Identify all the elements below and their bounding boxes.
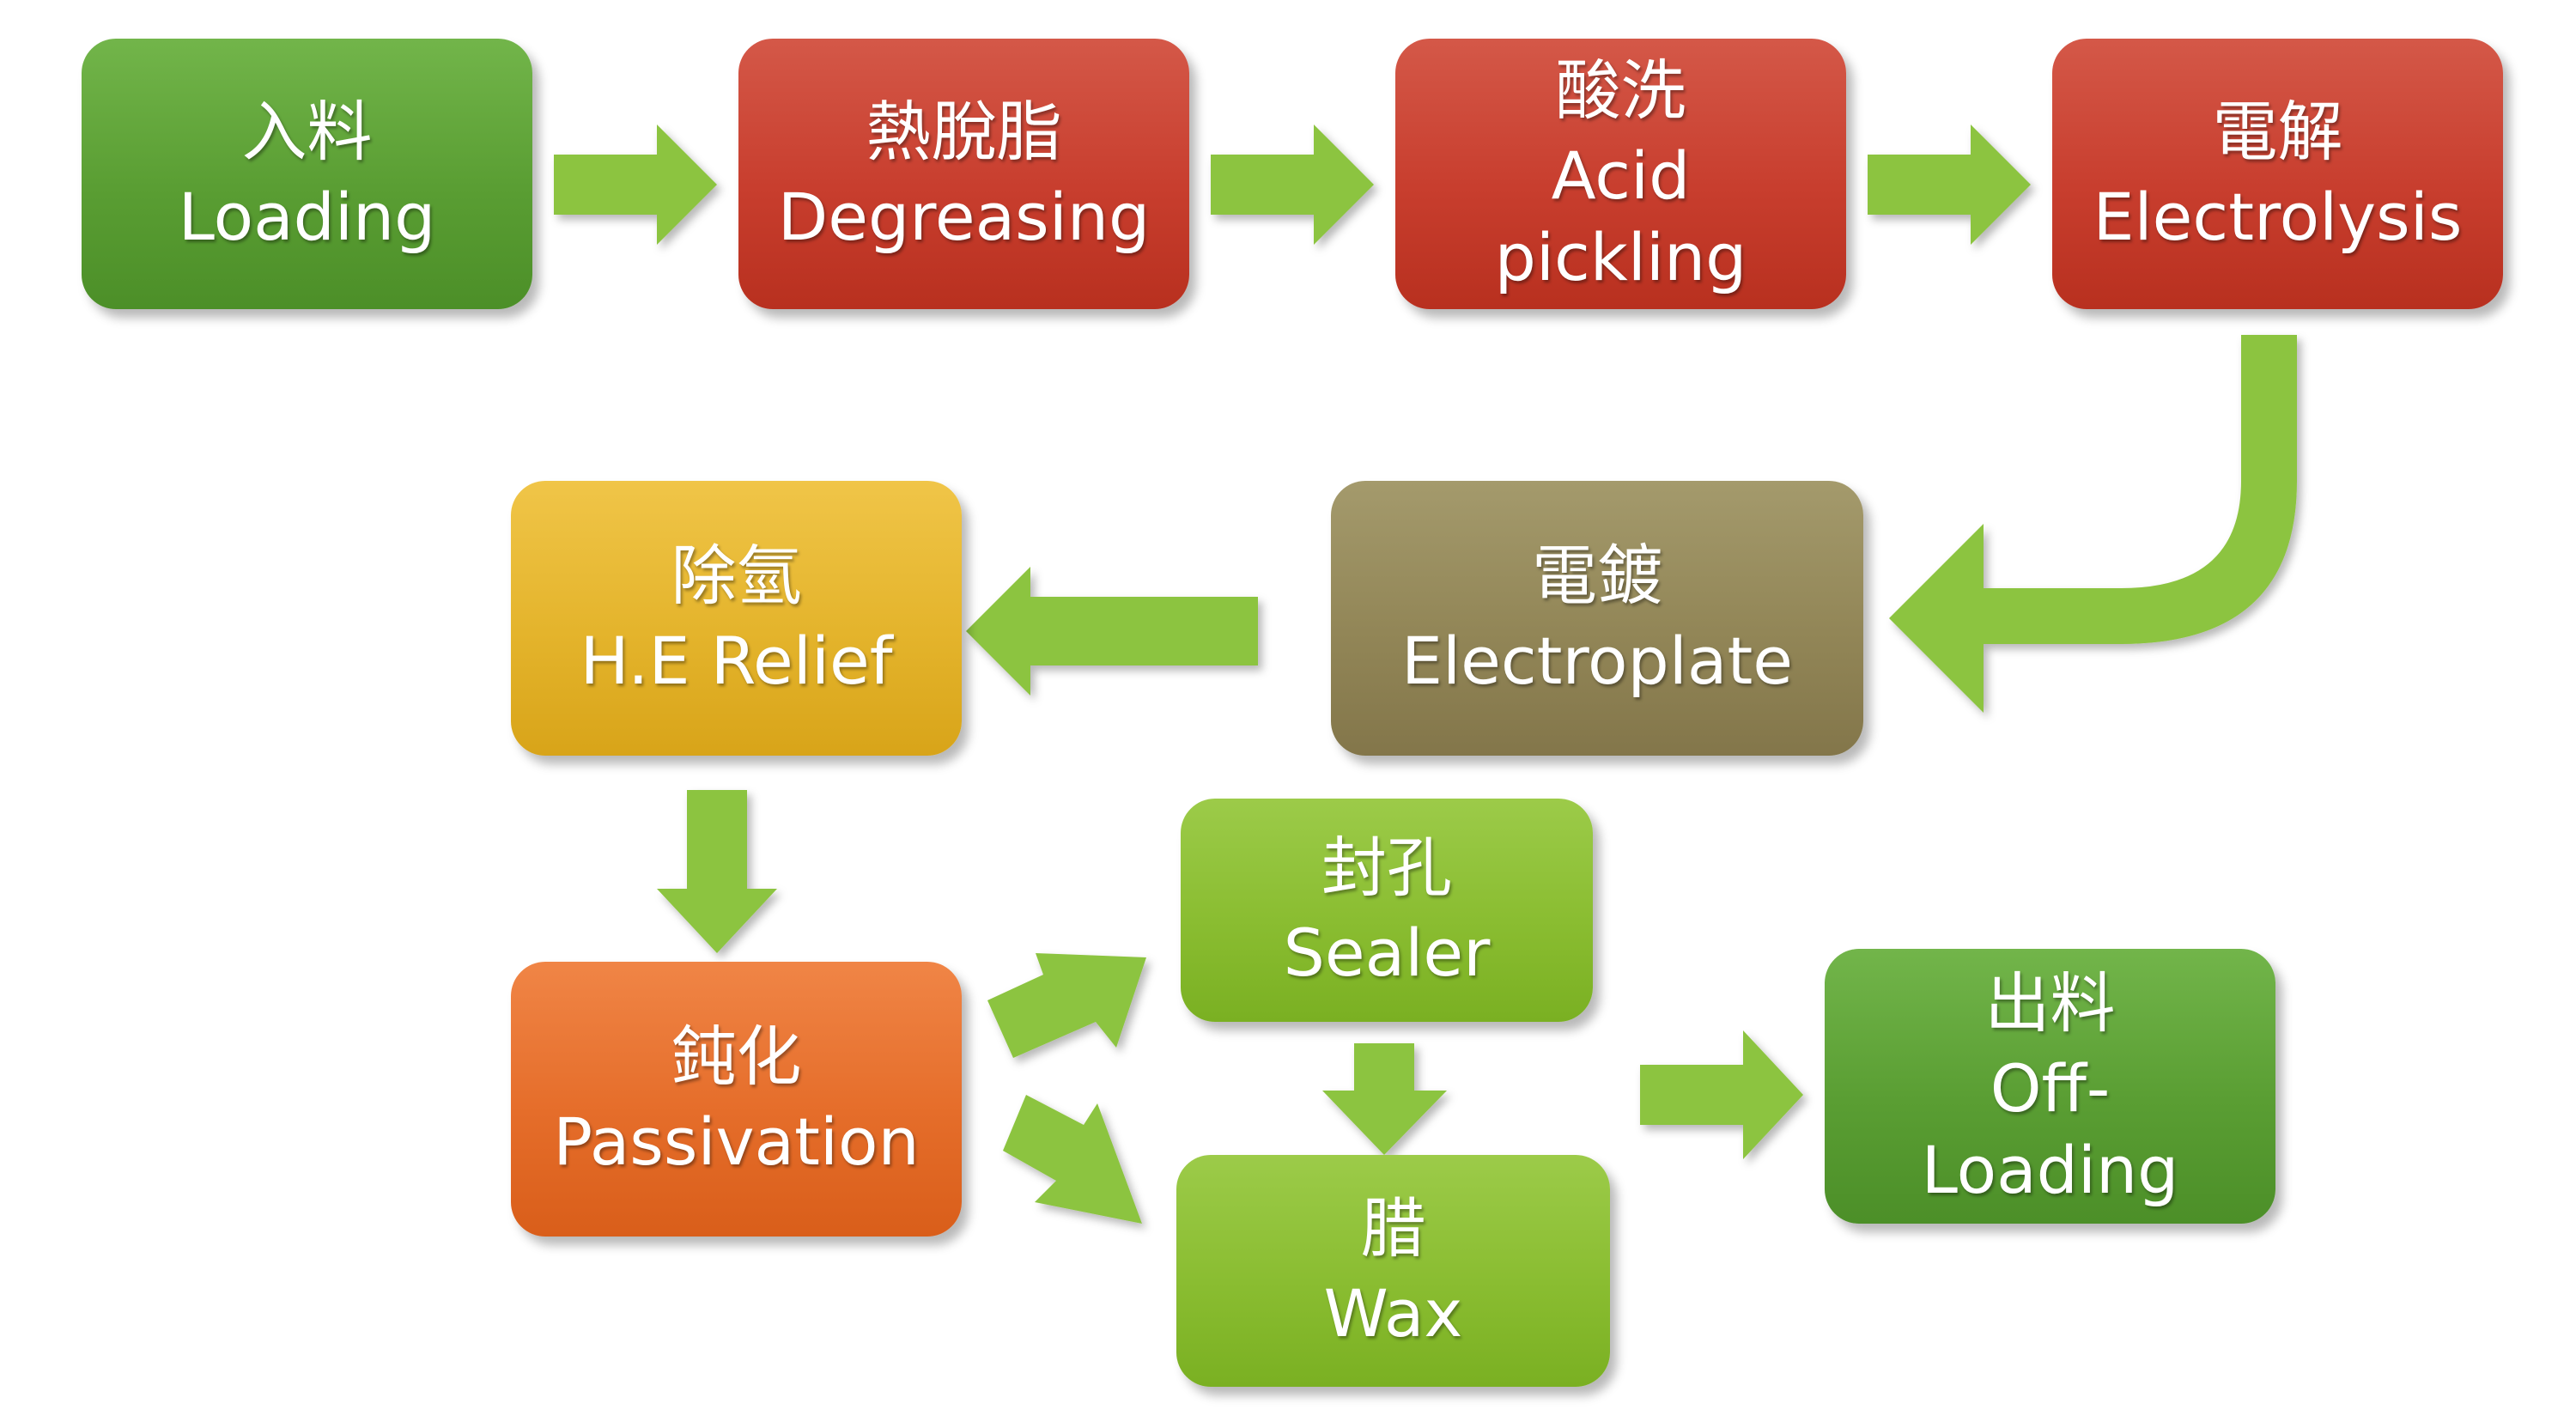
- step-acid-pickling-zh: 酸洗: [1555, 52, 1686, 129]
- step-he-relief: 除氫 H.E Relief: [511, 481, 962, 756]
- arrow-electrolysis-to-electroplate: [1889, 335, 2297, 713]
- step-electrolysis: 電解 Electrolysis: [2052, 39, 2503, 309]
- step-wax-zh: 腊: [1360, 1190, 1426, 1267]
- step-loading-en: Loading: [178, 178, 436, 255]
- arrow-passivation-to-sealer: [987, 953, 1146, 1058]
- step-wax-en: Wax: [1323, 1275, 1463, 1352]
- step-passivation-zh: 鈍化: [671, 1018, 802, 1095]
- step-passivation: 鈍化 Passivation: [511, 962, 962, 1237]
- step-electrolysis-en: Electrolysis: [2093, 178, 2463, 255]
- arrow-degreasing-to-acid: [1211, 125, 1374, 245]
- step-he-relief-en: H.E Relief: [580, 623, 893, 699]
- step-passivation-en: Passivation: [553, 1103, 920, 1180]
- arrow-passivation-to-wax: [1003, 1095, 1142, 1224]
- step-degreasing-en: Degreasing: [777, 178, 1151, 255]
- step-sealer-en: Sealer: [1283, 915, 1491, 991]
- arrow-sealer-to-wax: [1322, 1043, 1447, 1155]
- step-degreasing-zh: 熱脫脂: [866, 93, 1062, 170]
- step-off-loading-en: Off-Loading: [1921, 1049, 2179, 1208]
- step-sealer-zh: 封孔: [1321, 829, 1452, 906]
- step-electroplate-en: Electroplate: [1400, 623, 1794, 699]
- step-off-loading-zh: 出料: [1984, 964, 2116, 1042]
- step-electroplate-zh: 電鍍: [1532, 538, 1662, 614]
- step-loading: 入料 Loading: [82, 39, 532, 309]
- arrow-he-relief-to-passivation: [657, 790, 777, 953]
- step-degreasing: 熱脫脂 Degreasing: [738, 39, 1189, 309]
- step-acid-pickling-en: Acid pickling: [1494, 137, 1747, 295]
- step-acid-pickling: 酸洗 Acid pickling: [1395, 39, 1846, 309]
- step-electroplate: 電鍍 Electroplate: [1331, 481, 1863, 756]
- step-wax: 腊 Wax: [1176, 1155, 1610, 1387]
- arrow-to-off-loading: [1640, 1030, 1803, 1159]
- arrow-acid-to-electrolysis: [1868, 125, 2031, 245]
- step-off-loading: 出料 Off-Loading: [1825, 949, 2275, 1224]
- arrow-loading-to-degreasing: [554, 125, 717, 245]
- step-sealer: 封孔 Sealer: [1181, 799, 1593, 1022]
- step-electrolysis-zh: 電解: [2212, 93, 2343, 170]
- step-he-relief-zh: 除氫: [671, 538, 802, 614]
- step-loading-zh: 入料: [241, 93, 373, 170]
- arrow-electroplate-to-he-relief: [966, 567, 1258, 696]
